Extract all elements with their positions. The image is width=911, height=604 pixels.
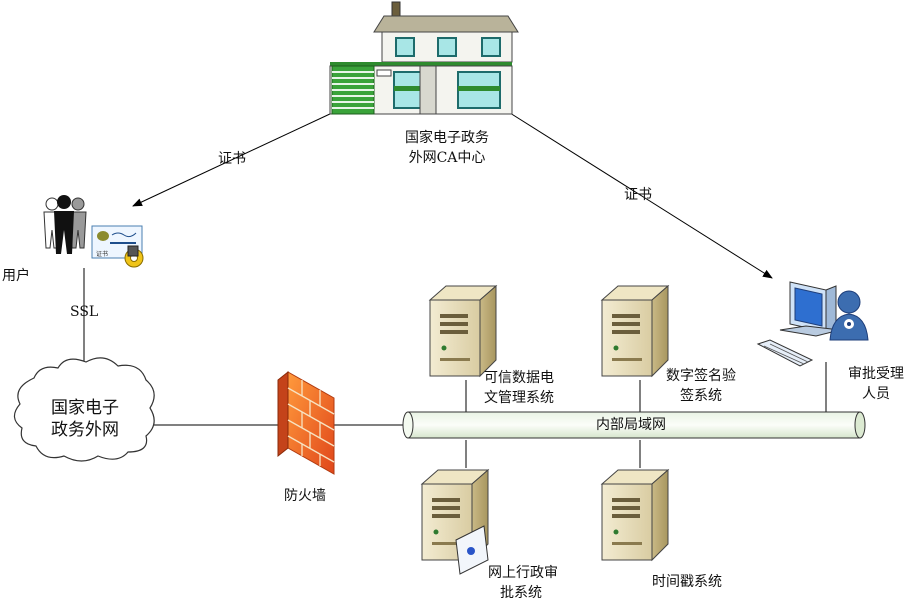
connectors [83, 112, 827, 468]
users-group-icon [43, 195, 87, 254]
approver-label-line1: 审批受理 [848, 366, 904, 382]
trusted-data-label-line2: 文管理系统 [484, 390, 554, 406]
approver-label-line2: 人员 [862, 386, 890, 402]
digital-sign-server-icon [601, 285, 669, 377]
approver-person-icon [829, 290, 869, 341]
user-label: 用户 [2, 268, 30, 284]
cert-right-label: 证书 [624, 187, 652, 203]
ssl-label: SSL [70, 304, 99, 320]
trusted-data-server-icon [429, 285, 497, 377]
lan-label: 内部局域网 [596, 417, 666, 433]
firewall-icon [277, 370, 335, 475]
lan-bus-pipe [402, 411, 866, 439]
ca-center-label-line2: 外网CA中心 [408, 150, 486, 166]
document-badge-icon [455, 525, 489, 575]
ca-to-user-arrow [132, 112, 333, 207]
digital-sign-label-line2: 签系统 [680, 388, 722, 404]
workstation-icon [756, 281, 841, 367]
gear-icon [124, 245, 144, 268]
digital-sign-label-line1: 数字签名验 [666, 368, 736, 384]
timestamp-label: 时间戳系统 [652, 574, 722, 590]
online-approval-label-line2: 批系统 [500, 585, 542, 601]
firewall-label: 防火墙 [284, 488, 326, 504]
cert-left-label: 证书 [218, 151, 246, 167]
internet-label-line1: 国家电子 [51, 398, 119, 418]
online-approval-label-line1: 网上行政审 [488, 565, 558, 581]
ca-to-approver-arrow [509, 112, 773, 279]
card-text: 证书 [96, 250, 108, 258]
ca-center-building-icon [329, 1, 519, 115]
trusted-data-label-line1: 可信数据电 [484, 370, 554, 386]
timestamp-server-icon [601, 469, 669, 561]
ca-center-label-line1: 国家电子政务 [405, 130, 489, 146]
internet-label-line2: 政务外网 [51, 420, 119, 440]
internet-cloud-icon [13, 357, 155, 462]
